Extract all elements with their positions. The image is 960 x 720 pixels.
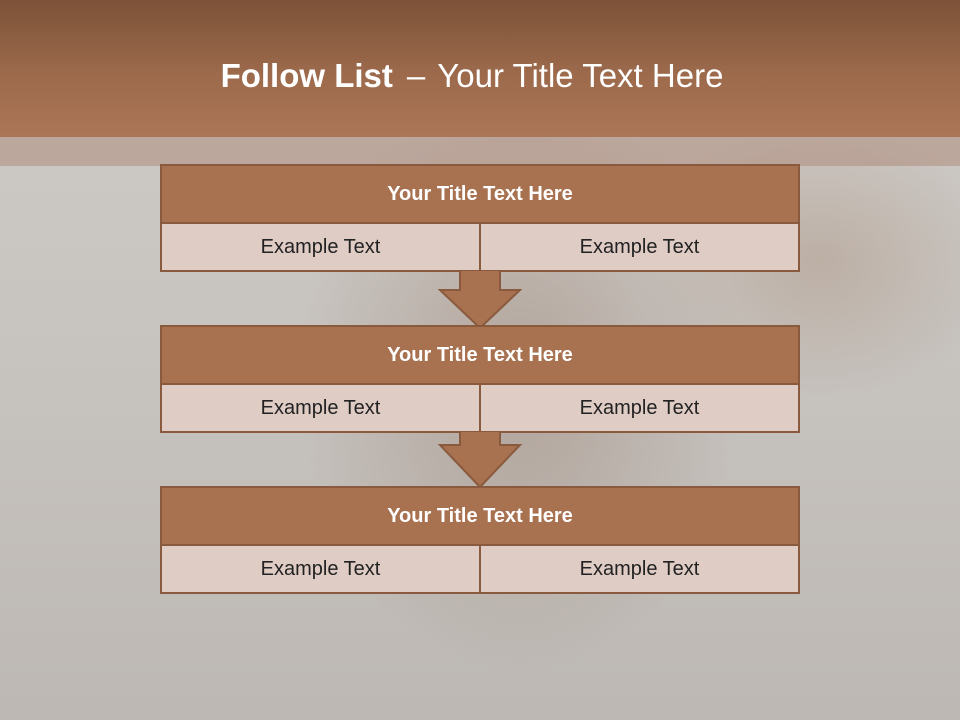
slide-title-rest: Your Title Text Here [437, 57, 724, 94]
block-title: Your Title Text Here [162, 166, 798, 224]
down-arrow-icon [438, 270, 522, 330]
block-cells: Example Text Example Text [162, 546, 798, 592]
title-bar [0, 0, 960, 137]
block-cells: Example Text Example Text [162, 385, 798, 431]
slide-title: Follow List–Your Title Text Here [0, 56, 944, 96]
list-block-2: Your Title Text Here Example Text Exampl… [160, 325, 800, 433]
down-arrow-icon [438, 431, 522, 489]
block-cell-right: Example Text [479, 224, 798, 270]
block-cell-right: Example Text [479, 546, 798, 592]
slide-title-separator: – [406, 57, 426, 94]
block-cell-right: Example Text [479, 385, 798, 431]
list-block-1: Your Title Text Here Example Text Exampl… [160, 164, 800, 272]
block-cell-left: Example Text [162, 224, 479, 270]
block-cell-left: Example Text [162, 385, 479, 431]
block-cells: Example Text Example Text [162, 224, 798, 270]
slide-title-bold: Follow List [220, 57, 393, 94]
list-block-3: Your Title Text Here Example Text Exampl… [160, 486, 800, 594]
block-cell-left: Example Text [162, 546, 479, 592]
block-title: Your Title Text Here [162, 327, 798, 385]
block-title: Your Title Text Here [162, 488, 798, 546]
title-bar-band [0, 137, 960, 166]
